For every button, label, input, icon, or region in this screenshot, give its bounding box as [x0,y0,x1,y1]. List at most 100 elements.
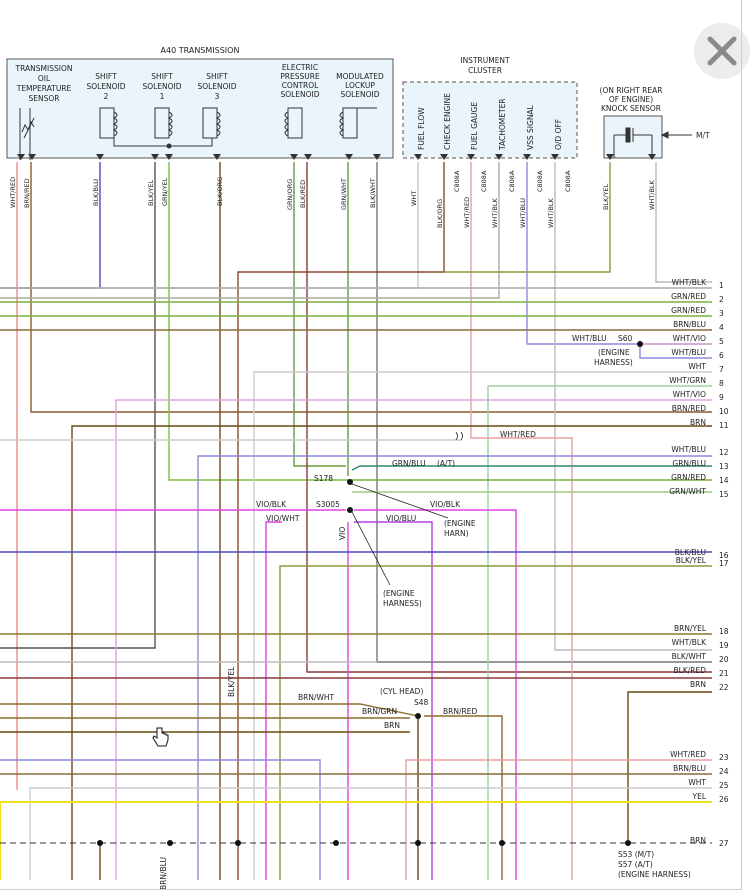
right-wire-label: WHT/BLK [672,638,707,647]
right-wire-label: BLK/BLU [675,548,706,557]
shift1-label-3: 1 [160,92,165,101]
conn-c808a-2: C808A [480,170,488,192]
shift3-label-2: SOLENOID [197,82,236,91]
right-wire-label: GRN/BLU [672,459,706,468]
right-wire-label: WHT [688,362,706,371]
solenoid-symbols [99,107,377,149]
splice-labels: WHT/BLU S60 (ENGINE HARNESS) WHT/RED S17… [159,334,691,890]
top-wire-label: GRN/WHT [340,178,348,210]
right-wire-label: BRN/BLU [673,320,706,329]
temp-sensor-label-3: TEMPERATURE [16,84,72,93]
mlu-label-2: LOCKUP [345,81,375,90]
right-wire-label: WHT/GRN [669,376,706,385]
s57-label: S57 (A/T) [618,860,653,869]
brn-wht-label: BRN/WHT [298,693,335,702]
right-wire-label: BRN [690,418,706,427]
shift2-label-3: 2 [104,92,109,101]
conn-c808a-3: C808A [508,170,516,192]
cluster-label-1: INSTRUMENT [460,56,510,65]
connector-pin-number: 3 [719,309,724,318]
right-wire-label: WHT/RED [670,750,706,759]
connector-pin-number: 4 [719,323,724,332]
cluster-pins [414,154,559,160]
right-wire-label: WHT/BLK [672,278,707,287]
brn-blu-bottom-label: BRN/BLU [159,857,168,890]
s178-at-label: (A/T) [437,459,455,468]
knock-pins [606,154,656,160]
right-wire-label: GRN/RED [671,292,706,301]
instrument-cluster-box [402,81,578,159]
top-wire-label: WHT/BLK [648,179,656,210]
vio-blk-left-label: VIO/BLK [256,500,287,509]
connector-pin-number: 23 [719,753,729,762]
vio-blk-right-label: VIO/BLK [430,500,461,509]
connector-pin-number: 1 [719,281,724,290]
knock-label-1: (ON RIGHT REAR [600,86,663,95]
mt-label: M/T [696,131,710,140]
connector-pin-number: 24 [719,767,729,776]
cluster-pin-check-engine: CHECK ENGINE [443,93,452,150]
wires [0,162,712,880]
temp-sensor-label-4: SENSOR [29,94,60,103]
top-wire-label: WHT/RED [9,177,17,208]
top-wire-label: GRN/ORG [286,179,294,210]
s48-label: S48 [414,698,429,707]
connector-pin-number: 6 [719,351,724,360]
conn-c808a-1: C808A [453,170,461,192]
connector-pin-number: 2 [719,295,724,304]
splice-dots [97,341,643,846]
top-wire-label: BLK/ORG [436,199,444,228]
engine-harn-2: HARN) [444,529,469,538]
blk-yel-mid-label: BLK/YEL [227,666,236,697]
connector-pin-number: 20 [719,655,729,664]
transmission-box [6,58,394,159]
connector-pin-number: 16 [719,551,729,560]
top-wire-label: BRN/RED [23,178,31,208]
s178-label: S178 [314,474,333,483]
s60-label: S60 [618,334,633,343]
transmission-pins [17,154,381,160]
brn-label: BRN [384,721,400,730]
close-button[interactable] [694,23,750,79]
shift3-label-3: 3 [215,92,220,101]
right-wire-label: WHT/VIO [673,334,707,343]
s60-note-1: (ENGINE [598,348,630,357]
right-wire-label: GRN/RED [671,306,706,315]
right-wire-label: BRN/RED [672,404,706,413]
temp-sensor-label-1: TRANSMISSION [15,64,73,73]
right-wire-label: BRN/YEL [674,624,707,633]
shift2-label-2: SOLENOID [86,82,125,91]
brn-red-label: BRN/RED [443,707,477,716]
leader-lines [351,431,463,586]
top-wire-label: WHT/BLK [491,197,499,228]
engine-harn-1: (ENGINE [444,519,476,528]
cluster-pin-od-off: O/D OFF [554,119,563,150]
connector-pin-number: 11 [719,421,729,430]
right-wire-label: BRN/BLU [673,764,706,773]
cluster-pin-fuel-gauge: FUEL GAUGE [470,102,479,150]
epc-label-4: SOLENOID [280,90,319,99]
right-wire-label: BLK/RED [674,666,707,675]
right-wire-label: GRN/WHT [669,487,706,496]
connector-pin-number: 12 [719,448,729,457]
engine-harness-2: HARNESS) [383,599,422,608]
right-wire-label: GRN/RED [671,473,706,482]
s60-note-2: HARNESS) [594,358,633,367]
top-wire-label: GRN/YEL [161,177,169,206]
s60-wire-label: WHT/BLU [572,334,607,343]
top-wire-label: WHT/BLK [547,197,555,228]
connector-pin-number: 14 [719,476,729,485]
brn-grn-label: BRN/GRN [362,707,397,716]
connector-pin-number: 21 [719,669,729,678]
connector-pin-number: 17 [719,559,729,568]
right-wire-label: WHT/BLU [671,445,706,454]
close-icon [707,36,737,66]
conn-c808a-4: C808A [536,170,544,192]
engine-harness-1: (ENGINE [383,589,415,598]
top-wire-label: WHT/BLU [519,198,527,228]
knock-label-3: KNOCK SENSOR [601,104,661,113]
connector-pin-number: 10 [719,407,729,416]
connector-pin-number: 13 [719,462,729,471]
cluster-pin-vss: VSS SIGNAL [526,104,535,150]
top-wire-labels: WHT/RED BRN/RED BLK/BLU BLK/YEL GRN/YEL … [9,177,656,228]
